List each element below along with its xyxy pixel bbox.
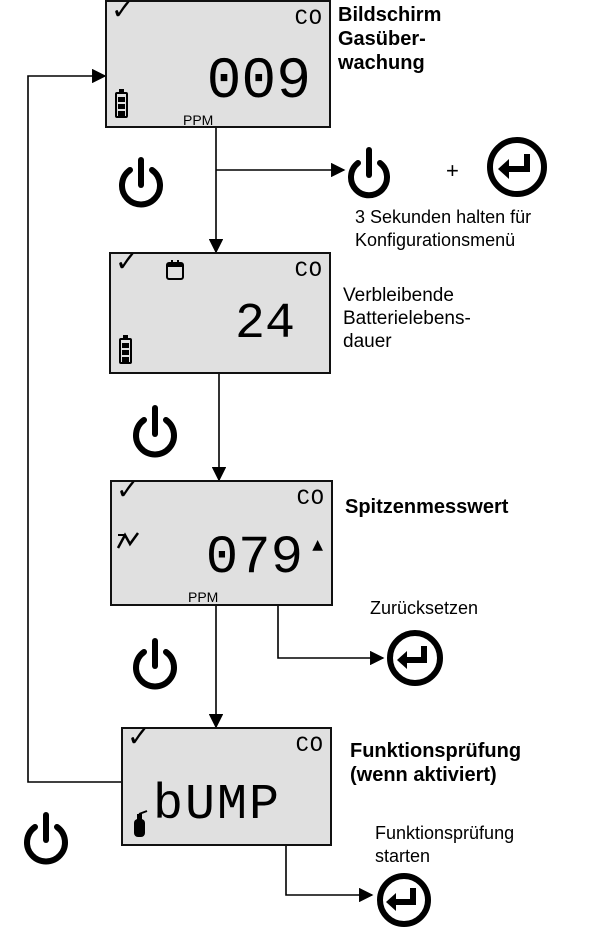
gas-type: CO <box>296 486 325 511</box>
gas-type: CO <box>294 258 323 283</box>
bump-display: bUMP <box>153 777 282 834</box>
calendar-icon <box>166 260 184 280</box>
check-icon: ✓ <box>115 245 139 278</box>
power-button-icon <box>348 147 390 199</box>
lcd-screen-gas-monitoring: ✓ CO 009 PPM <box>105 0 331 128</box>
battery-icon <box>119 335 132 364</box>
peak-arrow-icon: ▲ <box>312 537 323 553</box>
enter-button-icon <box>387 630 443 686</box>
power-button-icon <box>133 405 177 458</box>
arrow-to-reset <box>277 606 385 666</box>
battery-icon <box>115 89 128 118</box>
config-menu-note: 3 Sekunden halten für Konfigurationsmenü <box>355 207 532 250</box>
peak-hold-icon <box>116 532 140 549</box>
gas-cylinder-icon <box>134 810 148 837</box>
power-button-icon <box>119 157 163 208</box>
gas-reading: 009 <box>206 50 311 115</box>
reset-note: Zurücksetzen <box>370 598 479 618</box>
lcd-screen-battery-life: ✓ CO 24 <box>109 248 331 374</box>
lcd-screen-bump-test: ✓ CO bUMP <box>121 723 332 846</box>
power-button-icon <box>24 812 68 865</box>
gas-type: CO <box>295 733 324 758</box>
screen-title: Verbleibende Batterielebens- dauer <box>343 285 471 352</box>
battery-days-reading: 24 <box>234 296 295 353</box>
gas-type: CO <box>294 6 323 31</box>
plus-sign: + <box>446 158 459 183</box>
unit-label: PPM <box>188 589 219 605</box>
screen-title: Spitzenmesswert <box>345 496 509 518</box>
unit-label: PPM <box>183 112 214 128</box>
enter-button-icon <box>487 137 547 197</box>
enter-button-icon <box>377 873 431 927</box>
screen-title: Funktionsprüfung (wenn aktiviert) <box>350 740 522 786</box>
check-icon: ✓ <box>111 0 135 26</box>
arrow-loop-back <box>27 68 121 783</box>
lcd-screen-peak-reading: ✓ CO 079 ▲ PPM <box>110 476 333 606</box>
screen-title: Bildschirm Gasüber- wachung <box>338 4 442 74</box>
peak-reading: 079 <box>205 528 303 589</box>
bump-start-note: Funktionsprüfung starten <box>375 823 515 866</box>
power-button-icon <box>133 638 177 690</box>
arrow-to-bump-start <box>285 846 374 903</box>
check-icon: ✓ <box>116 473 140 506</box>
check-icon: ✓ <box>127 720 151 753</box>
